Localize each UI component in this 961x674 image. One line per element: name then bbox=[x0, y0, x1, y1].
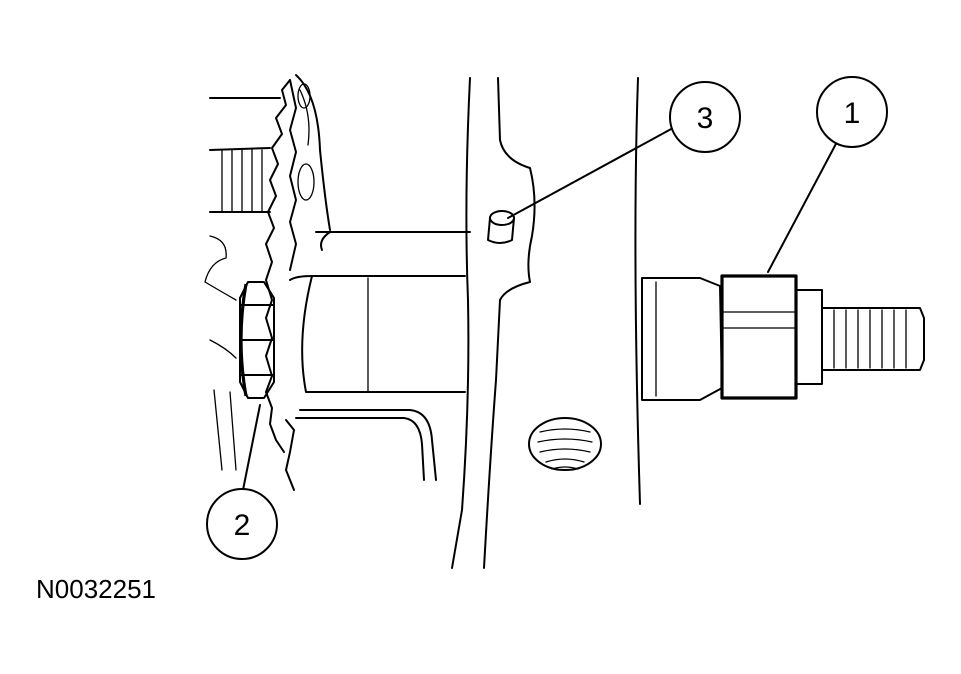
leader-line-3 bbox=[507, 127, 674, 219]
leader-lines bbox=[242, 127, 839, 491]
callout-1-label: 1 bbox=[844, 97, 861, 130]
callout-2-label: 2 bbox=[234, 509, 251, 542]
camshaft bbox=[289, 231, 471, 481]
callout-1-circle bbox=[816, 76, 888, 148]
special-tool bbox=[641, 274, 925, 401]
cover-plate bbox=[451, 77, 641, 569]
callout-3-circle bbox=[669, 81, 741, 153]
callout-3-label: 3 bbox=[697, 102, 714, 135]
callout-3: 3 bbox=[669, 81, 741, 153]
left-housing bbox=[204, 74, 331, 471]
callout-2: 2 bbox=[206, 488, 278, 560]
dowel-pin bbox=[487, 210, 515, 244]
threaded-hole bbox=[528, 417, 602, 471]
leader-line-2 bbox=[242, 404, 261, 491]
sprocket bbox=[265, 79, 297, 491]
bolt-head bbox=[239, 281, 275, 399]
figure-id: N0032251 bbox=[36, 574, 156, 604]
callout-2-circle bbox=[206, 488, 278, 560]
leader-line-1 bbox=[767, 139, 839, 273]
callout-1: 1 bbox=[816, 76, 888, 148]
